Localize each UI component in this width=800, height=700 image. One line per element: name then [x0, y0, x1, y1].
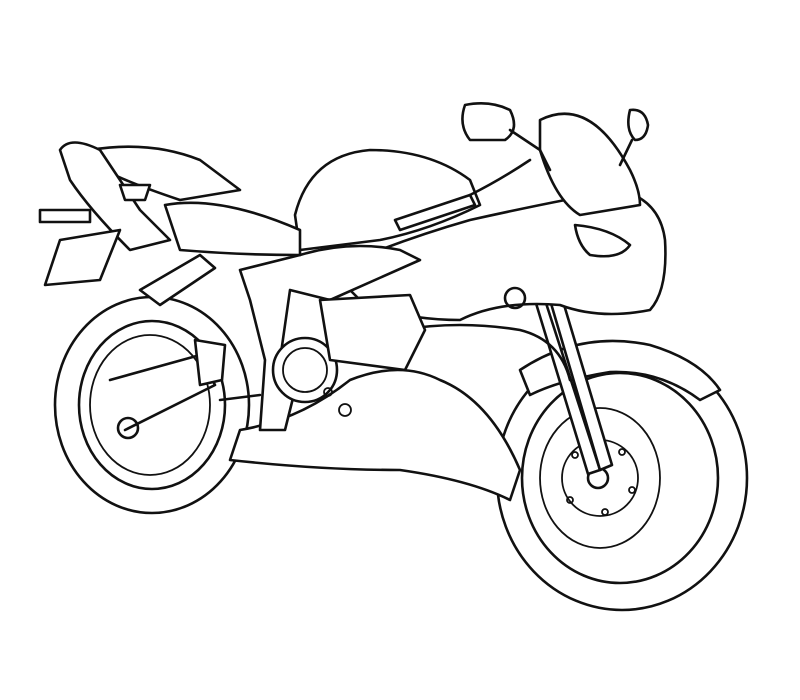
rear-wheel — [53, 295, 251, 515]
body-fairing — [228, 112, 667, 502]
tail-plate — [38, 208, 122, 287]
rear-suspension — [138, 253, 262, 402]
frame — [238, 244, 427, 432]
front-wheel — [495, 339, 749, 612]
handlebars-mirrors — [393, 102, 650, 232]
tank-and-seat — [58, 141, 482, 257]
